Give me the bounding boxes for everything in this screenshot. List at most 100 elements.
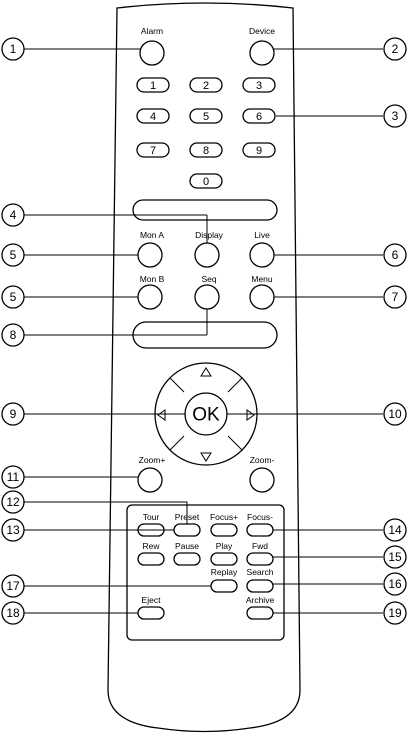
callout-7: 7 <box>383 285 407 309</box>
zoom-minus-label: Zoom- <box>250 455 275 465</box>
key-6[interactable] <box>242 108 276 124</box>
display-button[interactable] <box>194 242 220 268</box>
svg-text:6: 6 <box>392 248 399 262</box>
callout-6: 6 <box>383 243 407 267</box>
archive-button[interactable] <box>246 606 274 620</box>
key-9[interactable] <box>242 142 276 158</box>
display-label: Display <box>195 230 224 240</box>
seq-label: Seq <box>201 274 216 284</box>
tour-label: Tour <box>143 512 160 522</box>
callout-2: 2 <box>383 37 407 61</box>
key-0[interactable] <box>189 173 223 189</box>
menu-button[interactable] <box>249 284 275 310</box>
down-arrow-icon[interactable] <box>200 452 212 462</box>
callout-10: 10 <box>383 402 407 426</box>
callout-3: 3 <box>383 104 407 128</box>
callout-1: 1 <box>1 37 25 61</box>
svg-text:14: 14 <box>388 523 402 537</box>
ok-label: OK <box>192 405 220 426</box>
preset-button[interactable] <box>173 523 201 537</box>
svg-text:1: 1 <box>10 42 17 56</box>
callout-19: 19 <box>383 601 407 625</box>
zoom-minus-button[interactable] <box>249 467 275 493</box>
device-label: Device <box>249 26 275 36</box>
svg-text:17: 17 <box>6 579 20 593</box>
focus-minus-label: Focus- <box>247 512 273 522</box>
callout-13: 13 <box>1 518 25 542</box>
replay-button[interactable] <box>210 579 238 593</box>
callout-15: 15 <box>383 545 407 569</box>
focus-minus-button[interactable] <box>246 523 274 537</box>
callout-11: 11 <box>1 465 25 489</box>
svg-text:7: 7 <box>392 290 399 304</box>
eject-label: Eject <box>142 595 162 605</box>
key-5[interactable] <box>189 108 223 124</box>
archive-label: Archive <box>246 595 275 605</box>
mon-a-button[interactable] <box>137 242 163 268</box>
key-8-label: 8 <box>203 145 209 157</box>
zoom-plus-button[interactable] <box>137 467 163 493</box>
svg-text:5: 5 <box>10 290 17 304</box>
right-arrow-icon[interactable] <box>246 409 255 421</box>
key-8[interactable] <box>189 142 223 158</box>
alarm-button[interactable] <box>139 40 165 66</box>
key-3-label: 3 <box>256 80 262 92</box>
svg-text:9: 9 <box>10 407 17 421</box>
key-2-label: 2 <box>203 80 209 92</box>
upper-bar <box>132 199 278 221</box>
key-1-label: 1 <box>150 80 156 92</box>
svg-text:12: 12 <box>6 495 20 509</box>
svg-text:4: 4 <box>10 208 17 222</box>
key-0-label: 0 <box>203 176 209 188</box>
svg-text:13: 13 <box>6 523 20 537</box>
callout-4: 4 <box>1 203 25 227</box>
callout-9: 9 <box>1 402 25 426</box>
device-button[interactable] <box>249 40 275 66</box>
svg-text:19: 19 <box>388 606 402 620</box>
callout-14: 14 <box>383 518 407 542</box>
fwd-button[interactable] <box>246 552 274 566</box>
callout-18: 18 <box>1 601 25 625</box>
key-6-label: 6 <box>256 111 262 123</box>
callout-17: 17 <box>1 574 25 598</box>
callout-16: 16 <box>383 572 407 596</box>
play-label: Play <box>216 541 233 551</box>
mon-b-label: Mon B <box>140 274 165 284</box>
rew-button[interactable] <box>137 552 165 566</box>
eject-button[interactable] <box>137 606 165 620</box>
focus-plus-label: Focus+ <box>210 512 238 522</box>
key-2[interactable] <box>189 77 223 93</box>
svg-text:2: 2 <box>392 42 399 56</box>
pause-button[interactable] <box>173 552 201 566</box>
live-label: Live <box>254 230 270 240</box>
svg-text:11: 11 <box>7 470 20 484</box>
key-1[interactable] <box>136 77 170 93</box>
focus-plus-button[interactable] <box>210 523 238 537</box>
pause-label: Pause <box>175 541 199 551</box>
play-button[interactable] <box>210 552 238 566</box>
callout-lines <box>24 48 383 614</box>
key-3[interactable] <box>242 77 276 93</box>
left-arrow-icon[interactable] <box>157 409 166 421</box>
key-7[interactable] <box>136 142 170 158</box>
search-label: Search <box>247 567 274 577</box>
keypad: 1 2 3 4 5 6 7 8 9 0 <box>136 77 276 189</box>
menu-label: Menu <box>251 274 273 284</box>
callout-8: 8 <box>1 323 25 347</box>
live-button[interactable] <box>249 242 275 268</box>
rew-label: Rew <box>142 541 160 551</box>
mon-a-label: Mon A <box>140 230 164 240</box>
key-4-label: 4 <box>150 111 156 123</box>
mon-b-button[interactable] <box>137 284 163 310</box>
callout-5a: 5 <box>1 243 25 267</box>
svg-text:18: 18 <box>6 606 20 620</box>
callout-5b: 5 <box>1 285 25 309</box>
search-button[interactable] <box>246 579 274 593</box>
svg-text:5: 5 <box>10 248 17 262</box>
seq-button[interactable] <box>194 284 220 310</box>
replay-label: Replay <box>211 567 238 577</box>
key-7-label: 7 <box>150 145 156 157</box>
up-arrow-icon[interactable] <box>200 367 212 377</box>
key-4[interactable] <box>136 108 170 124</box>
